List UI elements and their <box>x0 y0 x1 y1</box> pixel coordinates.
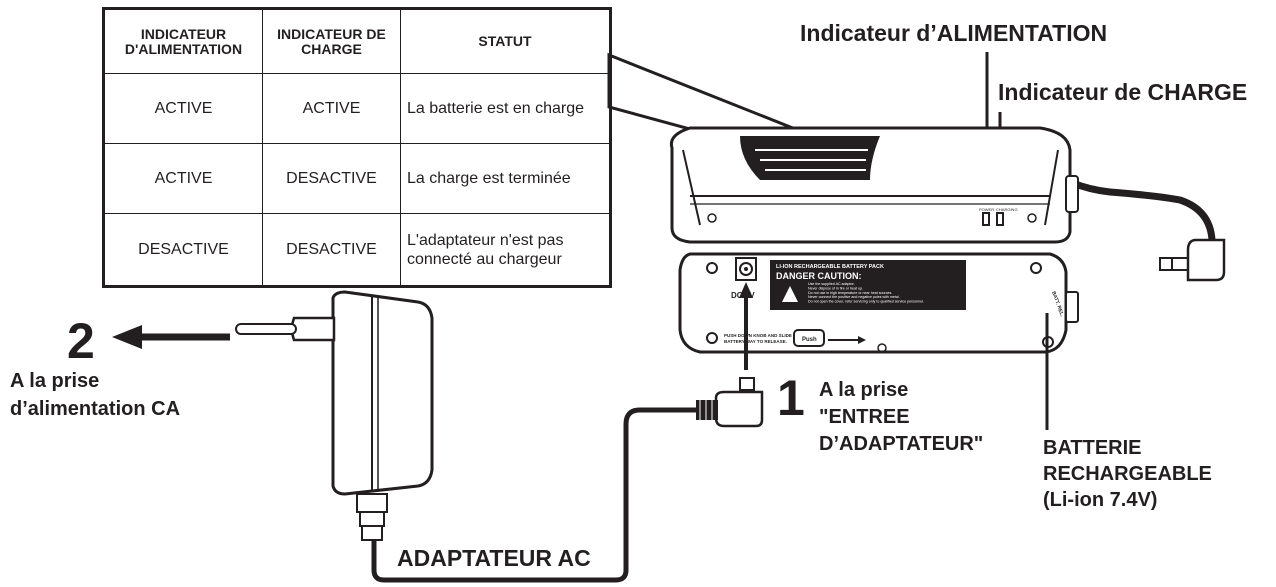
row-status: L'adaptateur n'est pas connecté au charg… <box>400 213 611 287</box>
row-power: ACTIVE <box>103 73 263 144</box>
step-2-line-1: A la prise <box>10 370 100 392</box>
row-charge: DESACTIVE <box>262 213 401 287</box>
pack-title: LI-ION RECHARGEABLE BATTERY PACK <box>776 264 884 270</box>
battery-line-3: (Li-ion 7.4V) <box>1043 489 1158 511</box>
row-charge: DESACTIVE <box>262 143 401 214</box>
warning-line: Use the supplied AC adaptor. <box>808 282 855 286</box>
table-header-row: INDICATEUR D'ALIMENTATION INDICATEUR DE … <box>103 8 611 74</box>
release-text-1: PUSH DOWN KNOB AND SLIDE <box>724 333 792 338</box>
battery-pack: DC 9V LI-ION RECHARGEABLE BATTERY PACK D… <box>678 252 1079 354</box>
row-charge: ACTIVE <box>262 73 401 144</box>
push-knob-label: Push <box>802 337 817 343</box>
warning-line: Never connect the positive and negative … <box>808 295 900 299</box>
warning-line: Do not open the cover, refer servicing o… <box>808 300 924 304</box>
step-1-line-1: A la prise <box>819 379 909 401</box>
battery-line-2: RECHARGEABLE <box>1043 463 1212 485</box>
power-indicator-label: Indicateur d’ALIMENTATION <box>800 20 1108 46</box>
step-1-text: A la prise "ENTREE D’ADAPTATEUR" <box>819 377 983 458</box>
led-charging-text: CHARGING <box>996 207 1018 212</box>
step-2-text: A la prise d’alimentation CA <box>10 367 180 423</box>
header-charge: INDICATEUR DE CHARGE <box>262 8 401 74</box>
step-1-number: 1 <box>777 370 805 426</box>
status-table: INDICATEUR D'ALIMENTATION INDICATEUR DE … <box>102 7 612 288</box>
warning-line: Never dispose of in fire or heat up. <box>808 286 863 290</box>
header-status: STATUT <box>400 8 611 74</box>
ac-adapter <box>235 290 434 541</box>
power-led <box>982 212 990 226</box>
adapter-label: ADAPTATEUR AC <box>397 545 591 571</box>
table-row: DESACTIVE DESACTIVE L'adaptateur n'est p… <box>103 213 611 287</box>
dc-plug <box>696 377 764 428</box>
release-text-2: BATTERY WAY TO RELEASE. <box>724 339 787 344</box>
row-power: ACTIVE <box>103 143 263 214</box>
charger-cradle: POWER CHARGING <box>669 126 1226 282</box>
step-2-line-2: d’alimentation CA <box>10 398 181 420</box>
danger-title: DANGER CAUTION: <box>776 271 862 281</box>
row-status: La charge est terminée <box>400 143 611 214</box>
charge-indicator-label: Indicateur de CHARGE <box>998 79 1248 105</box>
row-power: DESACTIVE <box>103 213 263 287</box>
step-1-line-2: "ENTREE <box>819 406 910 428</box>
header-power: INDICATEUR D'ALIMENTATION <box>103 8 263 74</box>
battery-line-1: BATTERIE <box>1043 437 1142 459</box>
row-status: La batterie est en charge <box>400 73 611 144</box>
warning-line: Do not use in high temperature or near h… <box>808 291 892 295</box>
step-2-number: 2 <box>67 313 95 369</box>
adapter-cable <box>371 407 696 583</box>
warnings-text: Use the supplied AC adaptor.Never dispos… <box>808 282 924 304</box>
table-row: ACTIVE DESACTIVE La charge est terminée <box>103 143 611 214</box>
led-power-text: POWER <box>979 207 994 212</box>
battery-label: BATTERIE RECHARGEABLE (Li-ion 7.4V) <box>1043 435 1212 513</box>
charge-led <box>996 212 1004 226</box>
table-row: ACTIVE ACTIVE La batterie est en charge <box>103 73 611 144</box>
step-1-line-3: D’ADAPTATEUR" <box>819 433 984 455</box>
